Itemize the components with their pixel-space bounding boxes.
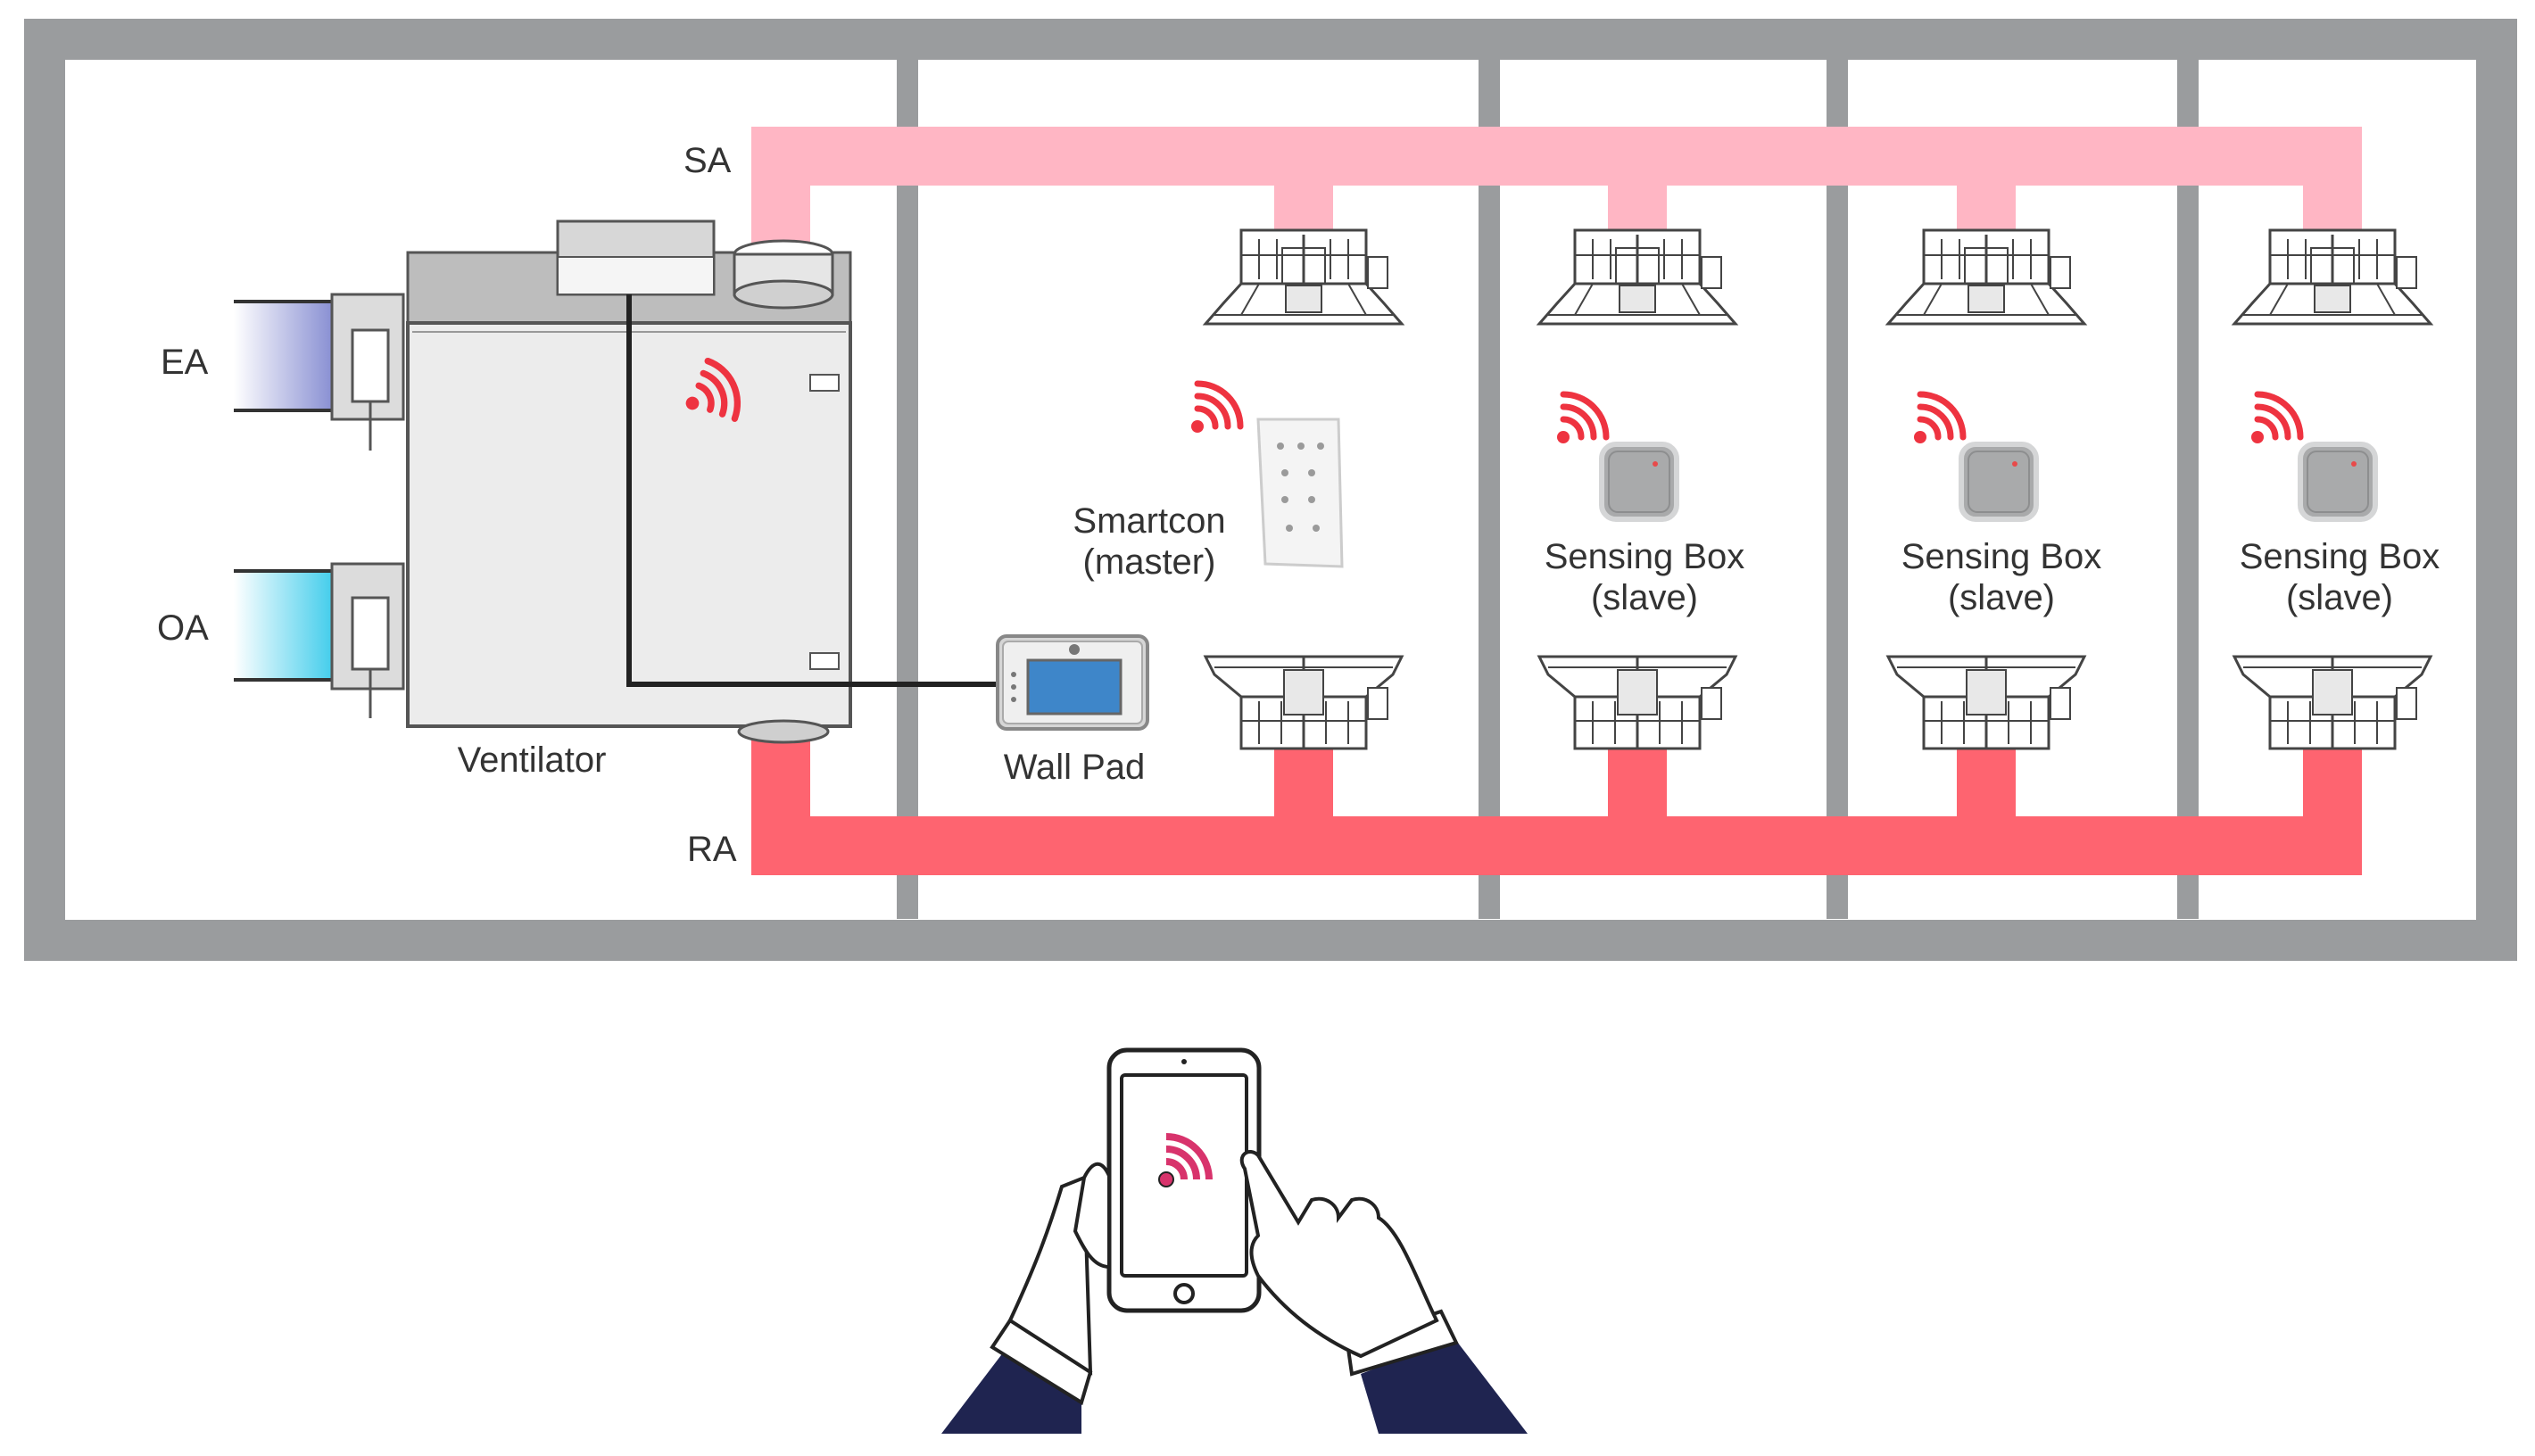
ventilator-unit	[330, 219, 852, 744]
supply-diffuser-1	[1204, 228, 1404, 326]
return-diffuser-4	[2233, 655, 2432, 750]
smartcon-wifi-icon	[1191, 384, 1240, 433]
label-oa: OA	[157, 608, 209, 648]
smartcon-icon	[1256, 418, 1344, 568]
outdoor-air-duct	[234, 569, 341, 682]
sensing-box-3-wifi-icon	[2251, 394, 2300, 443]
partition-wall-2	[1479, 60, 1500, 919]
supply-diffuser-3	[1886, 228, 2086, 326]
wall-pad-icon	[996, 634, 1149, 731]
label-sensing-box-2-role: (slave)	[1947, 578, 2056, 617]
label-sensing-box-2-title: Sensing Box	[1901, 537, 2102, 576]
label-smartcon-role: (master)	[1082, 542, 1216, 582]
label-sensing-box-3-role: (slave)	[2285, 578, 2394, 617]
return-air-duct	[751, 732, 2362, 875]
label-smartcon-title: Smartcon	[1073, 501, 1226, 541]
label-ventilator: Ventilator	[457, 740, 607, 780]
partition-wall-4	[2177, 60, 2199, 919]
partition-wall-1	[897, 60, 918, 919]
left-sleeve	[941, 1352, 1081, 1434]
return-diffuser-2	[1537, 655, 1737, 750]
return-diffuser-1	[1204, 655, 1404, 750]
label-ra: RA	[687, 830, 737, 869]
exhaust-air-duct	[234, 300, 341, 412]
control-wire	[626, 294, 1004, 687]
label-sa: SA	[683, 141, 732, 180]
label-wall-pad: Wall Pad	[1003, 748, 1146, 787]
sensing-box-2-icon	[1961, 444, 2036, 519]
label-sensing-box-3-title: Sensing Box	[2239, 537, 2440, 576]
sensing-box-3-icon	[2300, 444, 2375, 519]
sensing-box-1-wifi-icon	[1557, 394, 1606, 443]
building-walls	[24, 19, 2517, 961]
right-sleeve	[1361, 1338, 1528, 1434]
supply-diffuser-2	[1537, 228, 1737, 326]
supply-diffuser-4	[2233, 228, 2432, 326]
sensing-box-2-wifi-icon	[1914, 394, 1963, 443]
return-diffuser-3	[1886, 655, 2086, 750]
partition-wall-3	[1827, 60, 1848, 919]
label-sensing-box-1-role: (slave)	[1590, 578, 1699, 617]
label-sensing-box-1-title: Sensing Box	[1544, 537, 1745, 576]
supply-air-duct	[751, 127, 2362, 269]
sensing-box-1-icon	[1602, 444, 1677, 519]
tablet-signal-icon	[1158, 1133, 1213, 1187]
tablet-with-hands-icon	[941, 1047, 1528, 1434]
label-ea: EA	[161, 343, 209, 382]
